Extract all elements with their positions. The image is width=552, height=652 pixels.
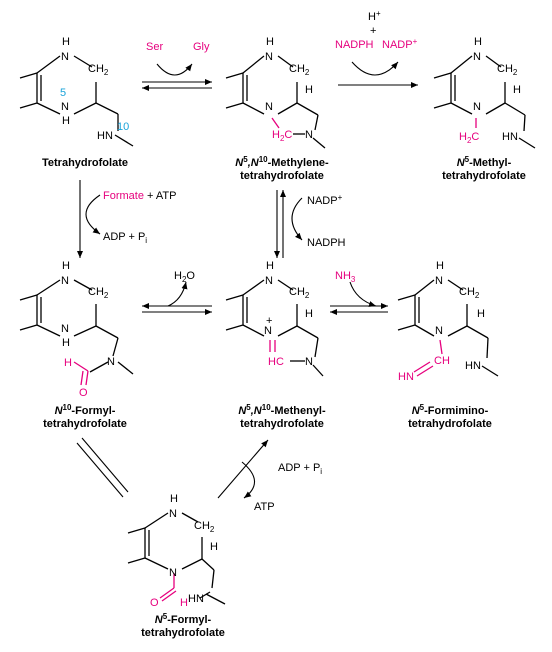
h-label: H [62,260,70,272]
h-label: H [436,260,444,272]
adp-pi-label-2: ADP + Pi [278,462,322,476]
n-label: N [435,325,443,337]
h-label: H [305,84,313,96]
nadph-label: NADPH [335,39,374,51]
ch2-label: CH2 [459,286,480,300]
n-label: N [473,51,481,63]
n-label: N [265,275,273,287]
ch2-label: CH2 [289,286,310,300]
formate-atp-label: Formate + ATP [103,190,176,202]
h-label: H [513,84,521,96]
ser-label: Ser [146,41,163,53]
formate-atp-arrow: Formate + ATP ADP + Pi [77,180,176,258]
n-label: N [61,101,69,113]
n5-formyl-thf-structure: H N CH2 H N O H HN [127,493,226,609]
n-label: N [305,356,313,368]
water-loss-arrow: H2O [142,270,212,315]
ch2-label: CH2 [88,63,109,77]
h-label: H [210,541,218,553]
formimino-thf-structure: H N CH2 H N CH HN HN [397,260,499,383]
h-label: H [62,36,70,48]
h3c-label: H2C [459,131,479,145]
h2c-label: H2C [272,129,292,143]
methenyl-thf-name-line1: N5,N10-Methenyl- [238,403,326,417]
n-label: N [473,101,481,113]
methyl-thf-name-line2: tetrahydrofolate [442,170,526,182]
n-label: N [265,101,273,113]
charge-plus: + [266,315,272,327]
nh3-label: NH3 [335,270,356,284]
nadp-vertical-equilibrium: NADP+ NADPH [274,190,346,258]
tetrahydrofolate-name: Tetrahydrofolate [42,157,128,169]
formyl-h-label: H [180,597,188,609]
n-label: N [435,275,443,287]
hc-label: HC [268,356,284,368]
h-label: H [62,337,70,349]
plus-sign: + [370,25,376,37]
nadp-plus-label: NADP+ [307,193,343,207]
hn-imino-label: HN [398,371,414,383]
formimino-thf-name-line2: tetrahydrofolate [408,418,492,430]
h-label: H [305,308,313,320]
formyl-o-label: O [79,387,88,399]
locant-10: 10 [117,121,129,133]
n10-formyl-thf-name-line2: tetrahydrofolate [43,418,127,430]
methylene-thf-name-line1: N5,N10-Methylene- [235,155,329,169]
hn-label: HN [188,593,204,605]
n-label: N [169,567,177,579]
n-label: N [265,51,273,63]
ammonia-arrow: NH3 [330,270,388,315]
n-label: N [264,325,272,337]
ser-gly-arrow: Ser Gly [142,41,212,91]
ch2-label: CH2 [88,286,109,300]
adp-pi-label: ADP + Pi [103,231,147,245]
h-plus-label: H+ [368,9,381,23]
n-label: N [169,508,177,520]
ch2-label: CH2 [194,520,215,534]
h-label: H [266,260,274,272]
nadph-label: NADPH [307,237,346,249]
atp-activation-arrow: ADP + Pi ATP [217,439,322,513]
hn-label: HN [97,130,113,142]
h-label: H [266,36,274,48]
methylene-thf-structure: H N CH2 H N H2C N [225,36,326,149]
methyl-thf-name-line1: N5-Methyl- [457,155,512,169]
methyl-thf-structure: H N CH2 H N H2C HN [433,36,536,149]
ch-label: CH [434,355,450,367]
h-label: H [474,36,482,48]
formyl-h-label: H [64,357,72,369]
nadph-reduction-arrow: H+ + NADPH NADP+ [335,9,418,88]
n5-formyl-thf-name-line1: N5-Formyl- [155,612,212,626]
h2o-label: H2O [174,270,195,284]
nadp-label: NADP+ [382,37,418,51]
n-label: N [61,275,69,287]
n5-formyl-thf-name-line2: tetrahydrofolate [141,627,225,639]
gly-label: Gly [193,41,210,53]
methenyl-thf-name-line2: tetrahydrofolate [240,418,324,430]
hn-label: HN [502,131,518,143]
formimino-thf-name-line1: N5-Formimino- [412,403,489,417]
n-label: N [61,323,69,335]
methylene-thf-name-line2: tetrahydrofolate [240,170,324,182]
ch2-label: CH2 [289,63,310,77]
atp-label: ATP [254,501,275,513]
tetrahydrofolate-structure: H N CH2 5 N H 10 HN [19,36,134,147]
n10-formyl-thf-structure: H N CH2 N H H N O [19,260,134,399]
formyl-isomerization-arrow [76,437,129,498]
n10-formyl-thf-name-line1: N10-Formyl- [55,403,116,417]
locant-5: 5 [60,87,66,99]
n-label: N [305,129,313,141]
ch2-label: CH2 [497,63,518,77]
hn-label: HN [465,360,481,372]
h-label: H [477,308,485,320]
n-label: N [107,356,115,368]
n-label: N [61,51,69,63]
h-label: H [62,115,70,127]
methenyl-thf-structure: H N CH2 H + N HC N [225,260,324,377]
formyl-o-label: O [150,597,159,609]
h-label: H [170,493,178,505]
